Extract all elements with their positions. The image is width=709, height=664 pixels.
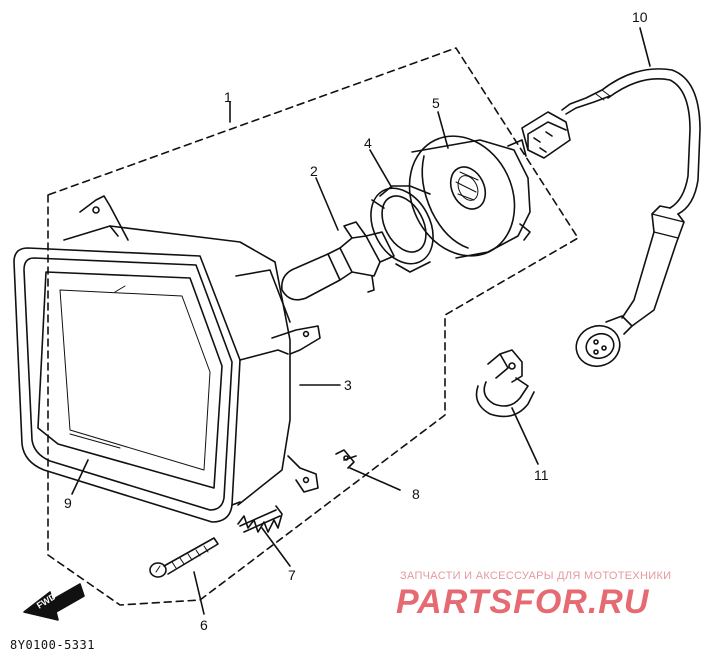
leader-9 (71, 459, 89, 495)
headlight-rim (13, 247, 241, 523)
headlight-unit (63, 195, 321, 506)
callout-5: 5 (432, 95, 440, 111)
callout-3: 3 (344, 377, 352, 393)
callout-10: 10 (632, 9, 648, 25)
headlight-lens (37, 271, 223, 489)
leader-10 (639, 27, 651, 67)
leader-7 (261, 527, 291, 567)
callout-6: 6 (200, 617, 208, 633)
leader-11 (511, 407, 539, 465)
callout-2: 2 (310, 163, 318, 179)
socket-ring (370, 185, 434, 273)
leader-2 (315, 177, 339, 231)
rubber-cover (408, 135, 531, 259)
part-code: 8Y0100-5331 (10, 638, 95, 652)
leader-5 (437, 111, 449, 149)
headlight-bulb (280, 221, 395, 301)
callout-1: 1 (224, 89, 232, 105)
watermark-tagline: ЗАПЧАСТИ И АКСЕССУАРЫ ДЛЯ МОТОТЕХНИКИ (400, 570, 672, 582)
adjusting-screw (149, 537, 219, 578)
fwd-arrow-icon (23, 583, 85, 621)
callout-7: 7 (288, 567, 296, 583)
wire-harness (521, 68, 701, 368)
leader-6 (193, 571, 205, 615)
callout-11: 11 (534, 467, 549, 483)
watermark-logo: PARTSFOR.RU (396, 583, 650, 621)
wire-clamp (475, 349, 535, 418)
callout-4: 4 (364, 135, 372, 151)
leader-8 (349, 467, 401, 491)
assembly-boundary (47, 47, 579, 606)
callout-8: 8 (412, 486, 420, 502)
callout-9: 9 (64, 495, 72, 511)
retaining-clip (335, 449, 357, 469)
leader-4 (369, 149, 393, 189)
adjuster-spring (237, 505, 283, 533)
